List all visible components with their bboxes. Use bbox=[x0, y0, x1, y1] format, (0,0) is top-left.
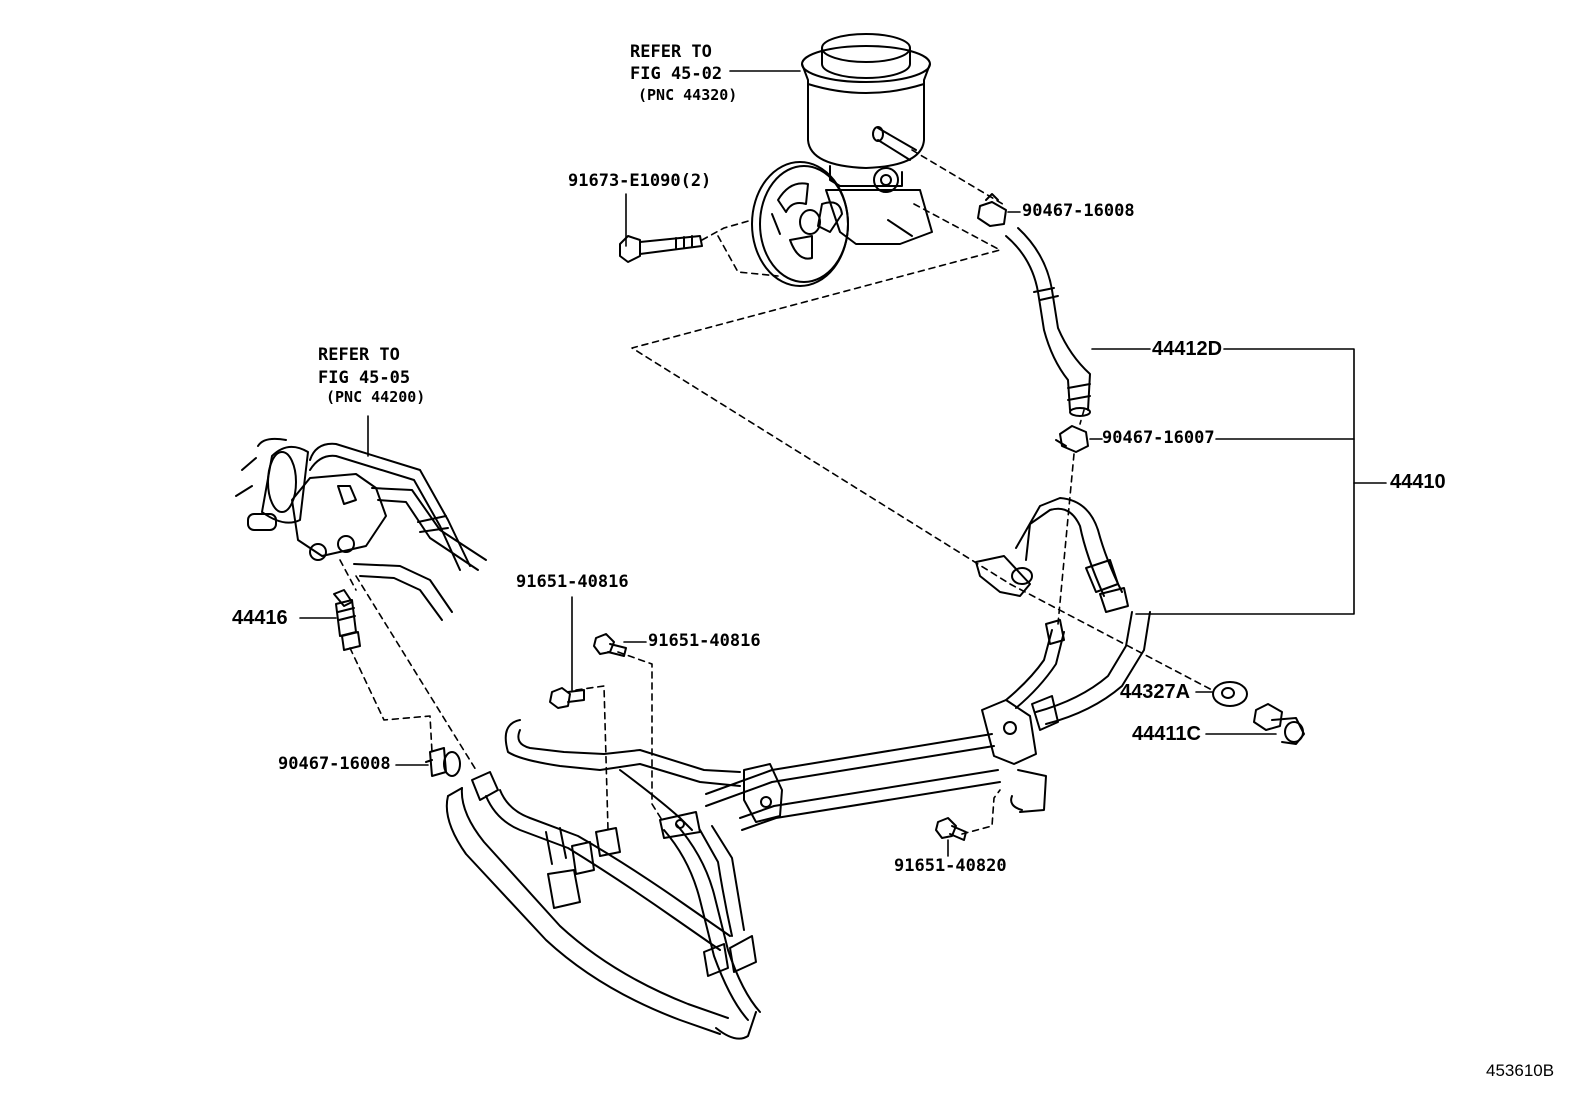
part-label-44416[interactable]: 44416 bbox=[232, 607, 288, 629]
part-label-91651-40820[interactable]: 91651-40820 bbox=[894, 856, 1007, 876]
gear-reference-pnc: (PNC 44200) bbox=[326, 388, 426, 406]
part-label-91651-40816-lower[interactable]: 91651-40816 bbox=[516, 572, 629, 592]
pump-reference-pnc: (PNC 44320) bbox=[638, 86, 738, 104]
part-label-44327A[interactable]: 44327A bbox=[1120, 681, 1191, 703]
part-label-44412D[interactable]: 44412D bbox=[1152, 338, 1223, 360]
bolt-91651-40820 bbox=[935, 817, 967, 841]
gear-union-fitting bbox=[333, 589, 361, 651]
figure-id: 453610B bbox=[1486, 1061, 1555, 1080]
dashed-reference-lines bbox=[339, 149, 1213, 835]
upper-hose-clamp bbox=[977, 193, 1007, 227]
gear-reference-line2: FIG 45-05 bbox=[318, 368, 411, 388]
gear-reference-line1: REFER TO bbox=[318, 345, 400, 365]
bolt-91651-40816-lower bbox=[549, 687, 585, 709]
power-steering-pump bbox=[751, 33, 933, 287]
pump-reference-line2: FIG 45-02 bbox=[630, 64, 723, 84]
union-bolt bbox=[1253, 703, 1305, 745]
steering-gear-housing bbox=[235, 437, 487, 621]
line-assembly bbox=[445, 497, 1151, 1040]
return-hose bbox=[1005, 227, 1091, 417]
part-label-90467-16008-left[interactable]: 90467-16008 bbox=[278, 754, 391, 774]
leader-lines bbox=[299, 70, 1387, 857]
bolt-91651-40816-upper bbox=[593, 633, 627, 657]
part-label-90467-16008-top[interactable]: 90467-16008 bbox=[1022, 201, 1135, 221]
middle-hose-clamp bbox=[1055, 425, 1089, 453]
part-label-44410[interactable]: 44410 bbox=[1390, 471, 1446, 493]
part-label-44411C[interactable]: 44411C bbox=[1132, 723, 1201, 745]
pump-bolt bbox=[619, 235, 703, 263]
part-label-91673-E1090[interactable]: 91673-E1090(2) bbox=[568, 171, 712, 191]
pump-reference-line1: REFER TO bbox=[630, 42, 712, 62]
gasket bbox=[1212, 681, 1248, 707]
part-label-90467-16007[interactable]: 90467-16007 bbox=[1102, 428, 1215, 448]
part-label-91651-40816-upper[interactable]: 91651-40816 bbox=[648, 631, 761, 651]
lower-left-hose-clamp bbox=[425, 747, 461, 777]
